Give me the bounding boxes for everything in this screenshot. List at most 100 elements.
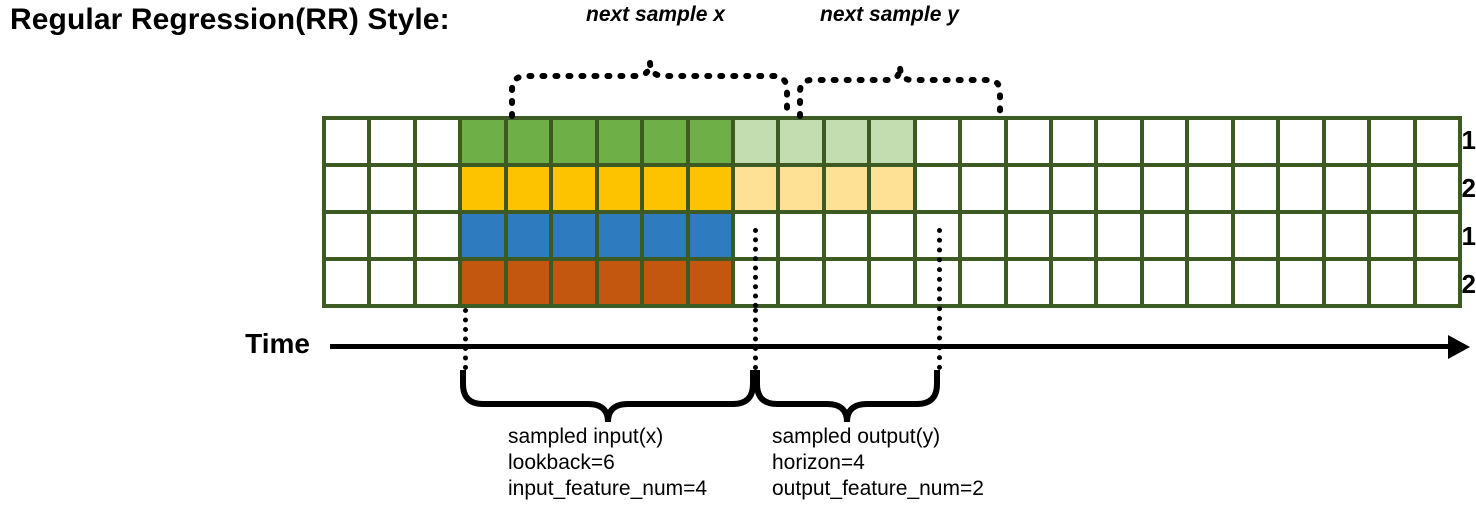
grid-cell-target-1-0-empty: [326, 120, 368, 163]
grid-cell-target-2-3-input: [462, 167, 504, 210]
grid-cell-extra-feature-2-15-empty: [1007, 261, 1050, 304]
grid-cell-target-1-1-empty: [371, 120, 413, 163]
grid-cell-extra-feature-1-24-empty: [1416, 214, 1458, 257]
grid-cell-target-1-19-empty: [1189, 120, 1231, 163]
brace-next-sample-x: [509, 61, 790, 119]
grid-cell-extra-feature-1-18-empty: [1143, 214, 1186, 257]
sampled-output-line-1: sampled output(y): [772, 425, 941, 448]
grid-cell-target-1-22-empty: [1325, 120, 1368, 163]
grid-cell-extra-feature-1-22-empty: [1325, 214, 1368, 257]
grid-cell-extra-feature-1-7-input: [644, 214, 686, 257]
grid-cell-extra-feature-1-0-empty: [326, 214, 368, 257]
grid-cell-extra-feature-1-23-empty: [1371, 214, 1413, 257]
grid-cell-extra-feature-2-6-input: [598, 261, 641, 304]
grid-cell-extra-feature-2-10-empty: [780, 261, 822, 304]
annotation-sampled-output: sampled output(y) horizon=4 output_featu…: [772, 424, 984, 502]
grid-cell-extra-feature-1-17-empty: [1098, 214, 1140, 257]
grid-cell-target-1-16-empty: [1053, 120, 1095, 163]
grid-cell-target-2-11-output: [825, 167, 868, 210]
grid-cell-target-2-4-input: [507, 167, 550, 210]
annotation-sampled-input: sampled input(x) lookback=6 input_featur…: [508, 424, 707, 502]
grid-cell-target-2-21-empty: [1280, 167, 1322, 210]
grid-cell-extra-feature-2-0-empty: [326, 261, 368, 304]
grid-cell-extra-feature-1-16-empty: [1053, 214, 1095, 257]
grid-cell-extra-feature-1-4-input: [507, 214, 550, 257]
label-next-sample-y: next sample y: [820, 3, 959, 26]
grid-cell-target-1-18-empty: [1143, 120, 1186, 163]
grid-cell-target-2-16-empty: [1053, 167, 1095, 210]
grid-cell-extra-feature-2-24-empty: [1416, 261, 1458, 304]
brace-next-sample-y: [797, 65, 1003, 119]
grid-cell-target-2-10-output: [780, 167, 822, 210]
grid-cell-extra-feature-2-5-input: [553, 261, 595, 304]
grid-cell-target-1-12-output: [871, 120, 913, 163]
grid-cell-target-1-2-empty: [416, 120, 459, 163]
grid-cell-extra-feature-2-18-empty: [1143, 261, 1186, 304]
grid-cell-target-2-13-empty: [916, 167, 959, 210]
grid-cell-target-1-14-empty: [962, 120, 1004, 163]
label-next-sample-x: next sample x: [586, 3, 725, 26]
grid-cell-extra-feature-1-5-input: [553, 214, 595, 257]
guide-input-end-upper: [753, 228, 758, 308]
grid-cell-extra-feature-1-19-empty: [1189, 214, 1231, 257]
grid-cell-target-1-10-output: [780, 120, 822, 163]
grid-cell-target-1-13-empty: [916, 120, 959, 163]
grid-cell-target-2-24-empty: [1416, 167, 1458, 210]
grid-cell-target-1-7-input: [644, 120, 686, 163]
time-axis-line: [330, 344, 1454, 349]
grid-cell-target-2-15-empty: [1007, 167, 1050, 210]
grid-cell-target-2-17-empty: [1098, 167, 1140, 210]
grid-cell-extra-feature-2-7-input: [644, 261, 686, 304]
grid-cell-target-1-21-empty: [1280, 120, 1322, 163]
grid-cell-extra-feature-2-2-empty: [416, 261, 459, 304]
grid-cell-target-1-5-input: [553, 120, 595, 163]
grid-cell-extra-feature-2-17-empty: [1098, 261, 1140, 304]
grid-cell-target-1-23-empty: [1371, 120, 1413, 163]
grid-cell-target-1-17-empty: [1098, 120, 1140, 163]
grid-cell-target-1-15-empty: [1007, 120, 1050, 163]
sampled-input-line-3: input_feature_num=4: [508, 477, 708, 500]
grid-cell-extra-feature-1-11-empty: [825, 214, 868, 257]
sampled-output-line-2: horizon=4: [772, 451, 865, 474]
grid-cell-extra-feature-2-20-empty: [1234, 261, 1277, 304]
grid-cell-extra-feature-1-21-empty: [1280, 214, 1322, 257]
brace-sampled-output: [754, 370, 940, 423]
grid-cell-extra-feature-1-1-empty: [371, 214, 413, 257]
grid-cell-target-2-7-input: [644, 167, 686, 210]
grid-cell-target-2-23-empty: [1371, 167, 1413, 210]
grid-cell-target-2-22-empty: [1325, 167, 1368, 210]
grid-cell-extra-feature-2-16-empty: [1053, 261, 1095, 304]
grid-cell-target-1-4-input: [507, 120, 550, 163]
brace-sampled-input: [460, 370, 756, 423]
grid-cell-target-2-12-output: [871, 167, 913, 210]
grid-cell-target-1-3-input: [462, 120, 504, 163]
grid-cell-extra-feature-1-3-input: [462, 214, 504, 257]
grid-cell-extra-feature-1-6-input: [598, 214, 641, 257]
guide-input-start: [463, 308, 468, 370]
grid-cell-target-2-8-input: [689, 167, 731, 210]
time-axis-label: Time: [245, 328, 310, 359]
grid-cell-extra-feature-1-12-empty: [871, 214, 913, 257]
timeseries-grid: [322, 116, 1462, 308]
grid-cell-target-2-1-empty: [371, 167, 413, 210]
grid-cell-target-2-14-empty: [962, 167, 1004, 210]
grid-cell-target-1-8-input: [689, 120, 731, 163]
grid-cell-extra-feature-1-15-empty: [1007, 214, 1050, 257]
grid-cell-target-1-24-empty: [1416, 120, 1458, 163]
grid-cell-extra-feature-2-23-empty: [1371, 261, 1413, 304]
grid-cell-target-2-6-input: [598, 167, 641, 210]
grid-cell-target-2-2-empty: [416, 167, 459, 210]
grid-cell-target-2-0-empty: [326, 167, 368, 210]
guide-input-end-lower: [753, 308, 758, 370]
grid-cell-extra-feature-2-19-empty: [1189, 261, 1231, 304]
grid-cell-target-2-20-empty: [1234, 167, 1277, 210]
grid-cell-extra-feature-2-22-empty: [1325, 261, 1368, 304]
sampled-output-line-3: output_feature_num=2: [772, 477, 984, 500]
grid-cell-extra-feature-1-20-empty: [1234, 214, 1277, 257]
grid-cell-extra-feature-2-1-empty: [371, 261, 413, 304]
grid-cell-extra-feature-2-14-empty: [962, 261, 1004, 304]
grid-cell-extra-feature-2-21-empty: [1280, 261, 1322, 304]
time-axis-arrowhead: [1448, 335, 1470, 359]
sampled-input-line-2: lookback=6: [508, 451, 615, 474]
